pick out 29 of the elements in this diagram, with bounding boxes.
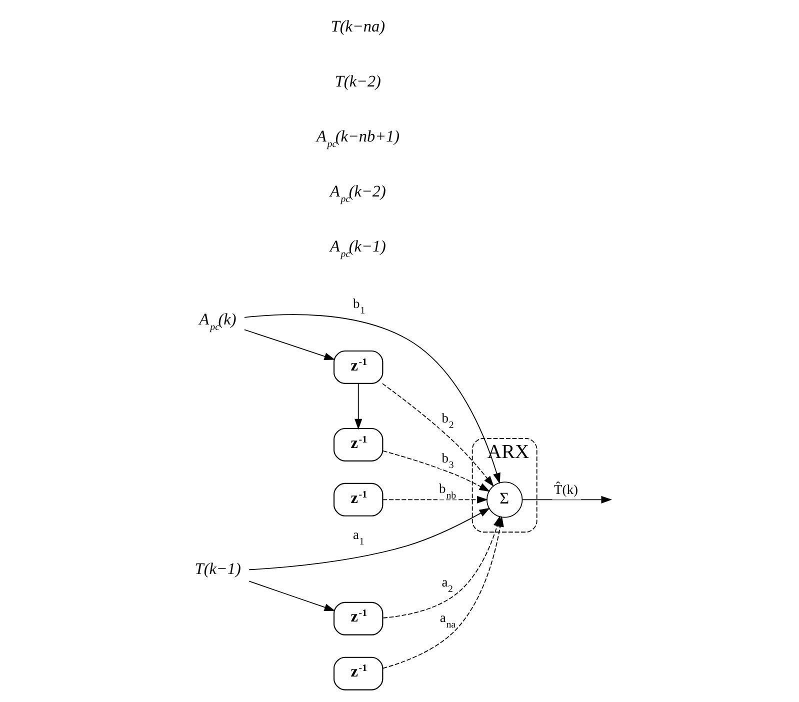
edge-label: a$_{2}$	[442, 574, 453, 596]
arrow	[248, 580, 336, 611]
arrow	[382, 383, 494, 487]
arrow	[244, 314, 500, 484]
label: A$_{pc}$(k−2)	[330, 182, 386, 205]
edge-label: T̂(k)	[554, 482, 578, 497]
node-box: z$^{-1}$	[333, 656, 384, 690]
label: T(k−2)	[334, 72, 381, 90]
edge-label: b$_{1}$	[352, 296, 366, 317]
arrow	[248, 508, 490, 570]
edge-label: a$_{na}$	[440, 610, 456, 630]
arrow	[522, 496, 612, 504]
label: A$_{pc}$(k−nb+1)	[316, 127, 400, 150]
label: A$_{pc}$(k−1)	[330, 237, 386, 260]
edge-label: b$_{3}$	[442, 450, 454, 471]
node-box: z$^{-1}$	[333, 482, 384, 516]
arrow	[354, 383, 362, 430]
arrow	[244, 329, 336, 360]
node-circle: Σ	[486, 482, 523, 518]
arrow	[382, 496, 488, 504]
node-box: z$^{-1}$	[333, 350, 384, 384]
edge-label: b$_{2}$	[442, 410, 454, 432]
node-box: z$^{-1}$	[333, 428, 384, 462]
node-text: A$_{pc}$(k)	[199, 310, 236, 333]
node-text: T(k−1)	[194, 560, 241, 578]
label: T(k−na)	[330, 17, 386, 36]
node-box: z$^{-1}$	[333, 602, 384, 636]
edge-label: b$_{nb}$	[439, 480, 456, 502]
edge-label: a$_{1}$	[352, 526, 364, 548]
